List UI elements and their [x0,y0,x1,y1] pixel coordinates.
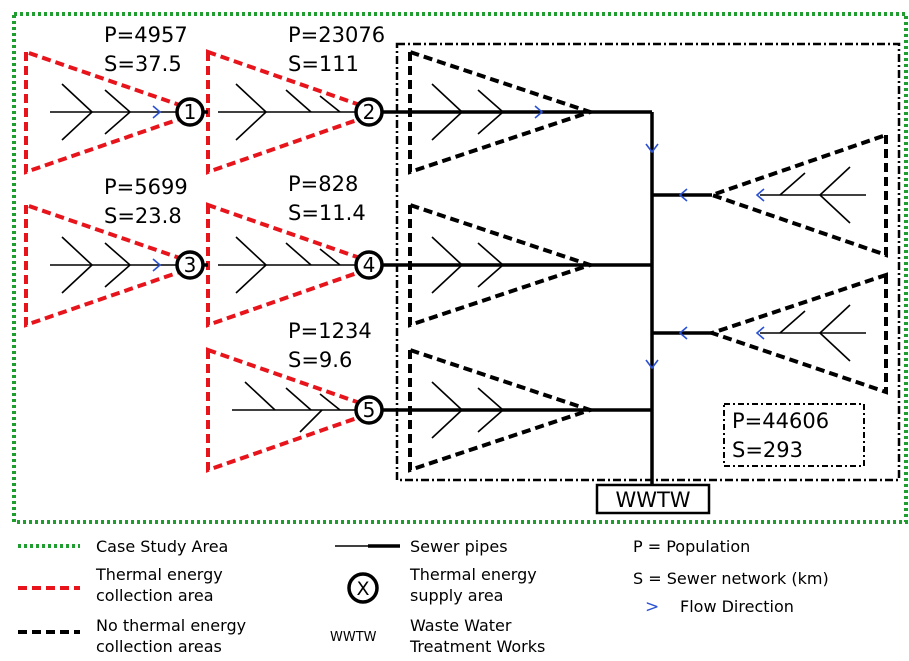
total-sewer-length-label: S=293 [732,438,803,462]
population-label-4: P=828 [288,172,358,196]
supply-node-5: 5 [354,395,384,425]
flow-arrow [755,188,765,202]
wwtw-box [595,483,711,515]
flow-direction-icon: > [645,597,659,617]
sewer-branches [50,83,866,439]
case-study-boundary [12,12,908,524]
flow-arrows [152,105,765,370]
legend-thermal-label-2: collection area [96,586,214,605]
node-label: 1 [184,100,197,124]
no-thermal-area-right-1 [705,132,888,258]
sewer-length-label-2: S=111 [288,52,359,76]
supply-node-1: 1 [175,97,205,127]
supply-node-4: 4 [354,250,384,280]
legend-supply-symbol [347,572,379,604]
legend-population: P = Population [633,537,750,556]
legend-supply-label-1: Thermal energy [409,565,537,584]
supply-node-2: 2 [354,97,384,127]
legend-no-thermal-label-1: No thermal energy [96,616,246,635]
node-label: 5 [363,398,376,422]
flow-arrow [755,326,765,340]
legend-case-study-label: Case Study Area [96,537,228,556]
flow-arrow [678,188,688,202]
legend-no-thermal-label-2: collection areas [96,637,222,656]
node-label: 2 [363,100,376,124]
total-population-label: P=44606 [732,409,829,433]
flow-arrow [152,258,162,272]
supply-nodes: 1 2 3 4 5 [175,97,384,425]
flow-arrow [645,143,659,154]
supply-node-3: 3 [175,250,205,280]
flow-arrow [152,105,162,119]
legend-wwtw-abbr: WWTW [330,630,377,645]
population-label-1: P=4957 [104,23,188,47]
collection-area-1 [24,49,207,175]
legend-sewer-network: S = Sewer network (km) [633,569,829,588]
area-labels: P=4957 S=37.5 P=23076 S=111 P=5699 S=23.… [104,23,385,372]
total-box [723,403,865,467]
flow-arrow [678,326,688,340]
sewer-length-label-5: S=9.6 [288,348,352,372]
legend-supply-label-2: supply area [410,586,503,605]
legend-wwtw-label-1: Waste Water [410,616,512,635]
population-label-3: P=5699 [104,175,188,199]
sewer-length-label-4: S=11.4 [288,201,366,225]
population-label-2: P=23076 [288,23,385,47]
legend-thermal-label-1: Thermal energy [95,565,223,584]
legend-supply-symbol-letter: X [356,578,369,600]
collection-area-3 [24,202,207,328]
sewer-length-label-3: S=23.8 [104,204,182,228]
legend-flow-direction: Flow Direction [680,597,794,616]
no-thermal-area-right-2 [705,272,888,395]
collection-area-5 [206,347,387,473]
flow-arrow [534,105,544,119]
legend-wwtw-label-2: Treatment Works [409,637,545,656]
trunk-sewers [200,110,712,486]
population-label-5: P=1234 [288,319,372,343]
legend-sewer-pipes-label: Sewer pipes [410,537,508,556]
no-thermal-region-boundary [395,42,901,482]
sewer-length-label-1: S=37.5 [104,52,182,76]
flow-arrow [645,359,659,370]
node-label: 4 [363,253,376,277]
node-label: 3 [184,253,197,277]
legend: Case Study Area Thermal energy collectio… [18,537,829,656]
wwtw-label: WWTW [615,488,690,512]
